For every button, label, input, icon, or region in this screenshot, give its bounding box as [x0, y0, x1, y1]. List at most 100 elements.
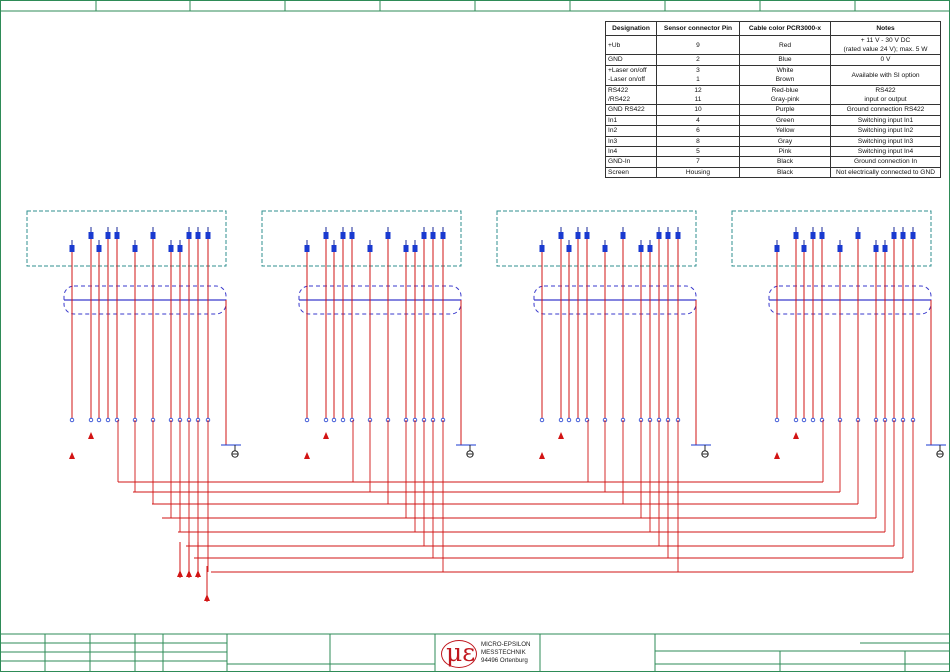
- cell-color: Purple: [739, 104, 831, 116]
- cell-notes: Switching input In3: [830, 135, 941, 147]
- connector-pin-icon: [205, 232, 211, 239]
- connector-pin-icon: [566, 245, 572, 252]
- connector-pin-icon: [584, 232, 590, 239]
- arrow-up-icon: [304, 452, 310, 459]
- connector-pin-icon: [186, 232, 192, 239]
- terminal-point: [575, 417, 581, 423]
- arrow-up-icon: [186, 570, 192, 577]
- terminal-point: [331, 417, 337, 423]
- connector-pin-icon: [69, 245, 75, 252]
- header-notes: Notes: [830, 21, 941, 36]
- table-row: -Laser on/off 1 Brown: [605, 75, 941, 86]
- connector-pin-icon: [150, 232, 156, 239]
- company-address: MICRO-EPSILON MESSTECHNIK 94496 Ortenbur…: [481, 641, 531, 665]
- cell-designation: /RS422: [605, 95, 657, 105]
- terminal-point: [558, 417, 564, 423]
- cell-pin: 4: [656, 114, 740, 126]
- cell-designation: In4: [605, 146, 657, 157]
- sensor-connector-box: [26, 210, 227, 267]
- arrow-up-icon: [774, 452, 780, 459]
- cell-designation: GND RS422: [605, 104, 657, 116]
- cell-notes: Not electrically connected to GND: [830, 166, 941, 179]
- connector-pin-icon: [539, 245, 545, 252]
- arrow-up-icon: [69, 452, 75, 459]
- cell-pin: 2: [656, 54, 740, 66]
- terminal-point: [69, 417, 75, 423]
- cell-pin: 7: [656, 156, 740, 168]
- connector-pin-icon: [774, 245, 780, 252]
- table-row: GND 2 Blue 0 V: [605, 54, 941, 66]
- company-logo: με MICRO-EPSILON MESSTECHNIK 94496 Orten…: [437, 638, 537, 670]
- cell-pin: 9: [656, 34, 740, 55]
- cell-designation: In1: [605, 114, 657, 126]
- sensor-connector-box: [261, 210, 462, 267]
- sensor-channel-3: [496, 210, 711, 459]
- connector-pin-icon: [810, 232, 816, 239]
- cell-color: Pink: [739, 146, 831, 157]
- cell-designation: In2: [605, 125, 657, 137]
- cell-pin: Housing: [656, 166, 740, 179]
- connector-pin-icon: [340, 232, 346, 239]
- pin-assignment-table: Designation Sensor connector Pin Cable c…: [605, 21, 941, 179]
- arrow-up-icon: [204, 594, 210, 601]
- company-name: MICRO-EPSILON: [481, 641, 531, 648]
- cell-notes: + 11 V - 30 V DC(rated value 24 V); max.…: [830, 34, 941, 55]
- table-row: GND RS422 10 Purple Ground connection RS…: [605, 104, 941, 116]
- sensor-channel-4: [731, 210, 946, 459]
- cell-designation: +Laser on/off: [605, 64, 657, 76]
- connector-pin-icon: [575, 232, 581, 239]
- sensor-connector-box: [731, 210, 932, 267]
- terminal-point: [810, 417, 816, 423]
- connector-pin-icon: [349, 232, 355, 239]
- cell-designation: GND-In: [605, 156, 657, 168]
- arrow-up-icon: [88, 432, 94, 439]
- cell-notes: Ground connection In: [830, 156, 941, 168]
- cell-color: Red-blue: [739, 84, 831, 96]
- cell-color: Green: [739, 114, 831, 126]
- connector-pin-icon: [177, 245, 183, 252]
- cell-color: Blue: [739, 54, 831, 66]
- company-division: MESSTECHNIK: [481, 649, 526, 656]
- connector-pin-icon: [656, 232, 662, 239]
- terminal-point: [88, 417, 94, 423]
- connector-pin-icon: [620, 232, 626, 239]
- connector-pin-icon: [647, 245, 653, 252]
- cell-designation: In3: [605, 135, 657, 147]
- terminal-point: [774, 417, 780, 423]
- arrow-up-icon: [793, 432, 799, 439]
- table-row: In2 6 Yellow Switching input In2: [605, 125, 941, 137]
- sensor-channel-1: [26, 210, 241, 459]
- terminal-point: [105, 417, 111, 423]
- terminal-point: [323, 417, 329, 423]
- micro-epsilon-logo-icon: με: [440, 638, 478, 668]
- table-header-row: Designation Sensor connector Pin Cable c…: [605, 21, 941, 36]
- table-row: /RS422 11 Gray-pink: [605, 95, 941, 105]
- table-row: +Ub 9 Red + 11 V - 30 V DC(rated value 2…: [605, 34, 941, 55]
- cell-color: Brown: [739, 75, 831, 86]
- connector-pin-icon: [891, 232, 897, 239]
- cell-notes: 0 V: [830, 54, 941, 66]
- arrow-up-icon: [323, 432, 329, 439]
- sensor-connector-box: [496, 210, 697, 267]
- connector-pin-icon: [403, 245, 409, 252]
- terminal-point: [539, 417, 545, 423]
- arrow-up-icon: [539, 452, 545, 459]
- connector-pin-icon: [421, 232, 427, 239]
- cell-notes: Switching input In2: [830, 125, 941, 137]
- connector-pin-icon: [331, 245, 337, 252]
- cell-color: Black: [739, 166, 831, 179]
- table-row: In1 4 Green Switching input In1: [605, 114, 941, 126]
- cell-pin: 3: [656, 64, 740, 76]
- terminal-point: [340, 417, 346, 423]
- arrow-up-icon: [195, 570, 201, 577]
- cell-color: Gray: [739, 135, 831, 147]
- connector-pin-icon: [96, 245, 102, 252]
- connector-pin-icon: [882, 245, 888, 252]
- connector-pin-icon: [910, 232, 916, 239]
- table-row: GND-In 7 Black Ground connection In: [605, 156, 941, 168]
- connector-pin-icon: [195, 232, 201, 239]
- connector-pin-icon: [665, 232, 671, 239]
- cell-color: Red: [739, 34, 831, 55]
